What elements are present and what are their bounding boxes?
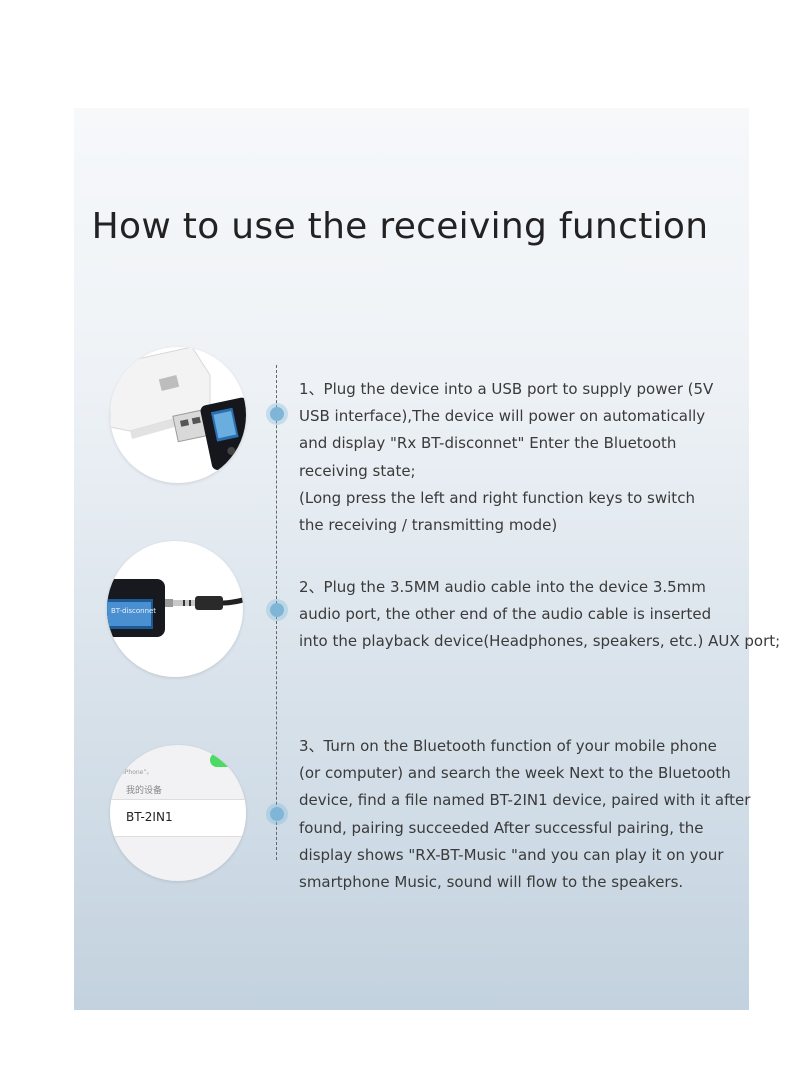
step-3-line: smartphone Music, sound will flow to the…	[299, 873, 684, 892]
bluetooth-toggle-icon	[210, 753, 236, 767]
step-1-line: 1、Plug the device into a USB port to sup…	[299, 380, 714, 398]
step-3-line: 3、Turn on the Bluetooth function of your…	[299, 737, 717, 755]
usb-plug-icon	[110, 347, 246, 470]
step-3-line: device, find a file named BT-2IN1 device…	[299, 791, 751, 810]
step-3-line: (or computer) and search the week Next t…	[299, 764, 731, 783]
audio-cable-image: BT-disconnet	[107, 541, 243, 677]
phone-caption: “iPhone”。	[120, 769, 153, 776]
phone-bluetooth-image: “iPhone”。 我的设备 BT-2IN1	[110, 745, 246, 881]
step-2-line: audio port, the other end of the audio c…	[299, 605, 712, 624]
page-title: How to use the receiving function	[91, 206, 709, 247]
timeline-dot-3	[270, 807, 284, 821]
step-3-line: display shows "RX-BT-Music "and you can …	[299, 845, 724, 864]
device-screen-text: BT-disconnet	[111, 607, 156, 615]
timeline-dot-1	[270, 407, 284, 421]
step-1-line: and display "Rx BT-disconnet" Enter the …	[299, 434, 677, 453]
step-3-line: found, pairing succeeded After successfu…	[299, 818, 704, 837]
step-1-line: USB interface),The device will power on …	[299, 407, 706, 426]
timeline-dot-2	[270, 603, 284, 617]
usb-device-image	[110, 347, 246, 483]
step-1-line: receiving state;	[299, 461, 416, 480]
step-3-text: 3、Turn on the Bluetooth function of your…	[299, 733, 750, 896]
step-2-line: 2、Plug the 3.5MM audio cable into the de…	[299, 578, 706, 596]
step-2-text: 2、Plug the 3.5MM audio cable into the de…	[299, 574, 780, 656]
device-name: BT-2IN1	[126, 810, 173, 824]
step-1-line: the receiving / transmitting mode)	[299, 516, 558, 535]
my-devices-header: 我的设备	[126, 786, 163, 796]
step-1-line: (Long press the left and right function …	[299, 488, 695, 507]
step-2-line: into the playback device(Headphones, spe…	[299, 632, 781, 651]
device-list-row: BT-2IN1	[110, 799, 246, 837]
step-1-text: 1、Plug the device into a USB port to sup…	[299, 376, 713, 539]
audio-jack-icon: BT-disconnet	[107, 579, 243, 637]
